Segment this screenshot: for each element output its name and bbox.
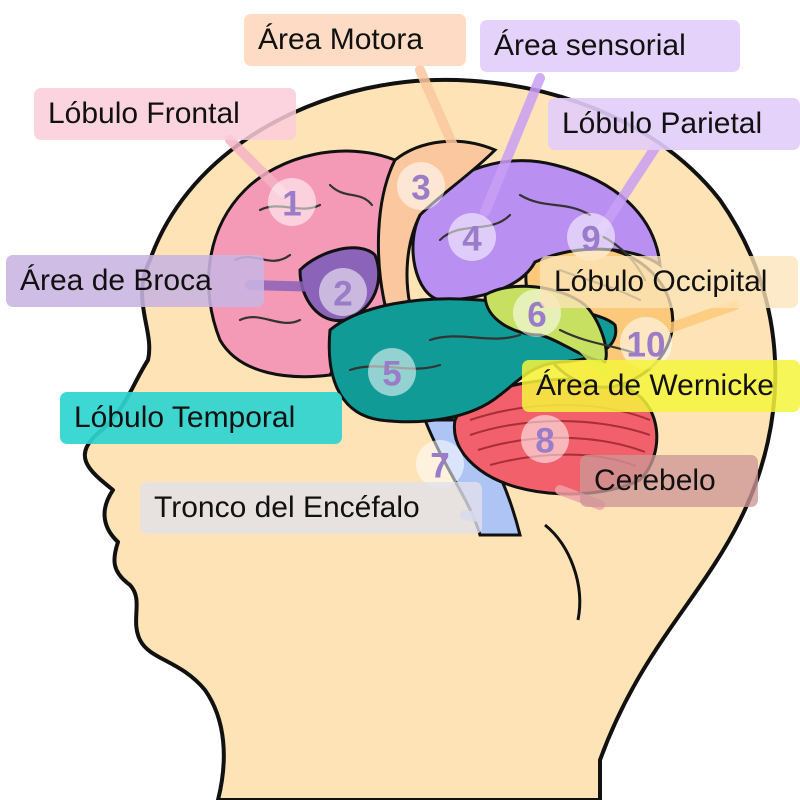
marker-10: 10 [627, 326, 666, 365]
marker-circle-7 [416, 440, 464, 488]
marker-1: 1 [282, 185, 301, 224]
label-lobulo-parietal: Lóbulo Parietal [548, 98, 800, 150]
marker-circle-4 [448, 213, 496, 261]
label-area-de-wernicke: Área de Wernicke [522, 360, 800, 412]
marker-5: 5 [382, 355, 401, 394]
label-lobulo-frontal: Lóbulo Frontal [34, 88, 296, 140]
marker-3: 3 [411, 169, 430, 208]
region-markers: 1 2 3 4 5 6 7 8 9 10 [268, 162, 672, 488]
marker-circle-9 [567, 213, 615, 261]
ear-line [544, 523, 582, 621]
marker-circle-5 [368, 348, 416, 396]
marker-circle-3 [397, 162, 445, 210]
label-cerebelo: Cerebelo [580, 455, 758, 507]
marker-circle-2 [319, 268, 367, 316]
label-lobulo-occipital: Lóbulo Occipital [540, 256, 798, 308]
label-area-de-broca: Área de Broca [6, 255, 264, 307]
marker-circle-10 [620, 317, 672, 369]
marker-circle-8 [521, 415, 569, 463]
marker-2: 2 [333, 275, 352, 314]
label-area-motora: Área Motora [244, 14, 466, 66]
marker-circle-1 [268, 178, 316, 226]
marker-7: 7 [430, 447, 449, 486]
label-tronco-del-encefalo: Tronco del Encéfalo [140, 482, 482, 534]
marker-4: 4 [462, 220, 482, 259]
marker-9: 9 [581, 220, 600, 259]
label-area-sensorial: Área sensorial [480, 20, 740, 72]
marker-8: 8 [535, 422, 554, 461]
label-lobulo-temporal: Lóbulo Temporal [60, 392, 342, 444]
